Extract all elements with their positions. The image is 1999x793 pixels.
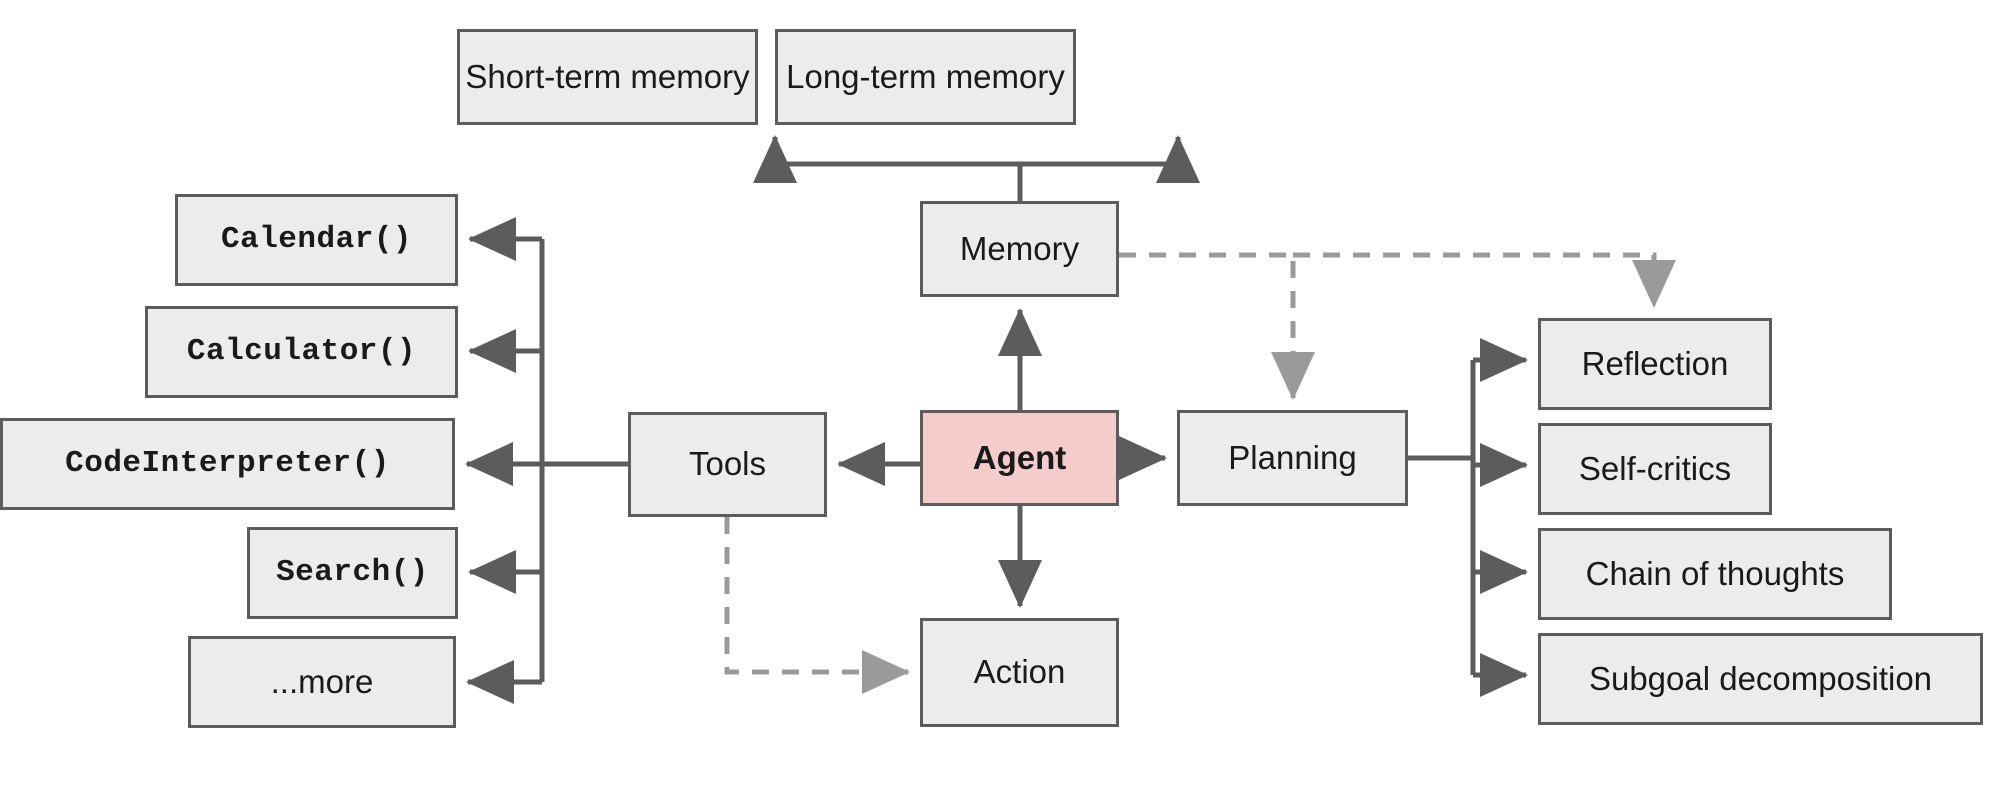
node-label-self-critics: Self-critics [1578, 449, 1732, 487]
node-search[interactable]: Search() [247, 527, 458, 619]
node-chain-of-thoughts[interactable]: Chain of thoughts [1538, 528, 1892, 620]
node-calculator[interactable]: Calculator() [145, 306, 458, 398]
node-label-planning: Planning [1228, 438, 1357, 476]
node-label-search: Search() [276, 554, 429, 590]
node-label-more: ...more [270, 662, 374, 700]
node-label-memory: Memory [959, 229, 1080, 267]
node-code-interpreter[interactable]: CodeInterpreter() [0, 418, 455, 510]
node-label-agent: Agent [972, 438, 1067, 476]
node-calendar[interactable]: Calendar() [175, 194, 458, 286]
node-label-long-term-memory: Long-term memory [786, 57, 1065, 95]
wire-memory-bus-right [1020, 134, 1200, 183]
node-planning[interactable]: Planning [1177, 410, 1408, 506]
wire-memory-planning-dashed [1119, 252, 1315, 401]
wire-memory-bus [753, 134, 1023, 201]
node-tools[interactable]: Tools [628, 412, 827, 517]
node-long-term-memory[interactable]: Long-term memory [775, 29, 1076, 125]
node-label-calendar: Calendar() [220, 221, 413, 257]
node-label-code-interpreter: CodeInterpreter() [65, 445, 390, 481]
wire-tools-action-dashed [724, 517, 911, 694]
node-label-chain-of-thoughts: Chain of thoughts [1585, 554, 1845, 592]
node-label-calculator: Calculator() [186, 333, 417, 369]
node-label-tools: Tools [688, 445, 767, 483]
node-action[interactable]: Action [920, 618, 1119, 727]
node-label-subgoal-decomposition: Subgoal decomposition [1588, 659, 1933, 697]
node-reflection[interactable]: Reflection [1538, 318, 1772, 410]
node-label-action: Action [973, 653, 1066, 691]
node-short-term-memory[interactable]: Short-term memory [457, 29, 758, 125]
node-label-short-term-memory: Short-term memory [465, 57, 750, 95]
node-more[interactable]: ...more [188, 636, 456, 728]
node-label-reflection: Reflection [1581, 344, 1729, 382]
node-agent[interactable]: Agent [920, 410, 1119, 506]
node-subgoal-decomposition[interactable]: Subgoal decomposition [1538, 633, 1983, 725]
node-memory[interactable]: Memory [920, 201, 1119, 297]
wire-memory-reflection-dashed [1293, 252, 1676, 309]
node-self-critics[interactable]: Self-critics [1538, 423, 1772, 515]
